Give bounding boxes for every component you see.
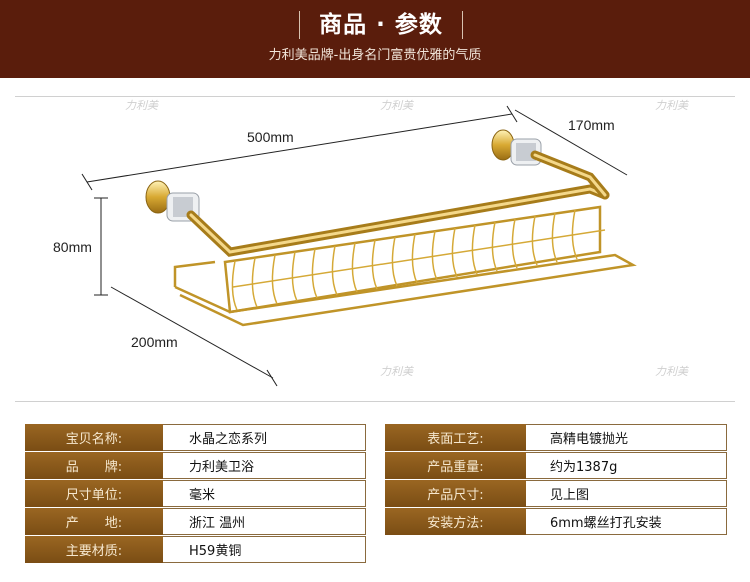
spec-row: 产 地: 浙江 温州	[25, 508, 366, 535]
spec-row: 尺寸单位: 毫米	[25, 480, 366, 507]
length-label: 500mm	[247, 129, 294, 145]
height-label: 80mm	[53, 239, 92, 255]
spec-row: 表面工艺: 高精电镀抛光	[385, 424, 727, 451]
spec-value: H59黄铜	[163, 536, 366, 563]
spec-key: 表面工艺:	[385, 424, 526, 451]
divider-right	[462, 11, 463, 39]
spec-row: 主要材质: H59黄铜	[25, 536, 366, 563]
spec-key: 产品重量:	[385, 452, 526, 479]
page-title: 商品 · 参数	[319, 12, 443, 38]
spec-key: 主要材质:	[25, 536, 163, 563]
spec-value: 6mm螺丝打孔安装	[526, 508, 727, 535]
spec-row: 产品重量: 约为1387g	[385, 452, 727, 479]
depth-label: 170mm	[568, 117, 615, 133]
product-diagram: 500mm 170mm 80mm 200mm 力利美 力利美 力利美 力利美 力…	[15, 96, 735, 402]
spec-value: 水晶之恋系列	[163, 424, 366, 451]
width-label: 200mm	[131, 334, 178, 350]
spec-value: 毫米	[163, 480, 366, 507]
spec-value: 力利美卫浴	[163, 452, 366, 479]
spec-value: 高精电镀抛光	[526, 424, 727, 451]
spec-row: 产品尺寸: 见上图	[385, 480, 727, 507]
spec-row: 安装方法: 6mm螺丝打孔安装	[385, 508, 727, 535]
page-subtitle: 力利美品牌-出身名门富贵优雅的气质	[268, 48, 482, 63]
spec-table-left: 宝贝名称: 水晶之恋系列 品 牌: 力利美卫浴 尺寸单位: 毫米 产 地: 浙江…	[25, 424, 366, 564]
wall-mount-right	[491, 129, 542, 166]
spec-table-right: 表面工艺: 高精电镀抛光 产品重量: 约为1387g 产品尺寸: 见上图 安装方…	[385, 424, 727, 536]
spec-value: 约为1387g	[526, 452, 727, 479]
watermark: 力利美	[380, 366, 413, 378]
divider-left	[299, 11, 300, 39]
spec-value: 浙江 温州	[163, 508, 366, 535]
header-banner: 商品 · 参数 力利美品牌-出身名门富贵优雅的气质	[0, 0, 750, 78]
spec-key: 品 牌:	[25, 452, 163, 479]
spec-key: 安装方法:	[385, 508, 526, 535]
spec-key: 产品尺寸:	[385, 480, 526, 507]
spec-row: 品 牌: 力利美卫浴	[25, 452, 366, 479]
spec-value: 见上图	[526, 480, 727, 507]
spec-key: 宝贝名称:	[25, 424, 163, 451]
watermark: 力利美	[655, 366, 688, 378]
spec-row: 宝贝名称: 水晶之恋系列	[25, 424, 366, 451]
watermark: 力利美	[380, 100, 413, 112]
watermark: 力利美	[655, 100, 688, 112]
watermark: 力利美	[125, 100, 158, 112]
spec-key: 产 地:	[25, 508, 163, 535]
shelf-illustration	[81, 105, 637, 387]
spec-key: 尺寸单位:	[25, 480, 163, 507]
